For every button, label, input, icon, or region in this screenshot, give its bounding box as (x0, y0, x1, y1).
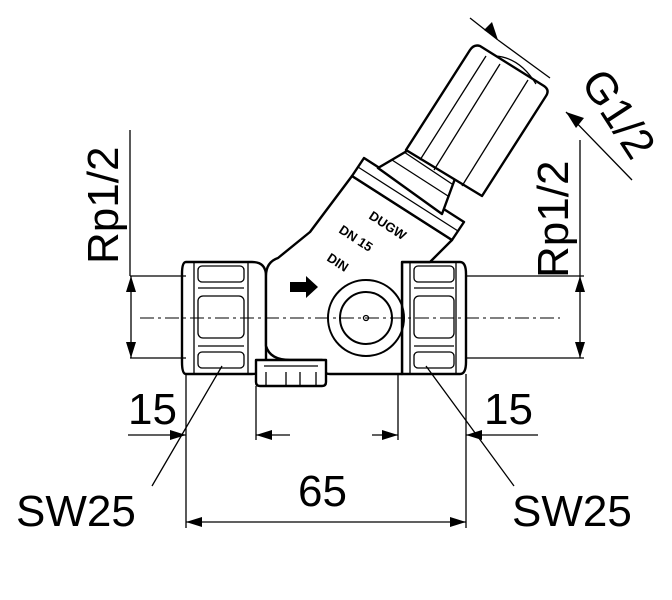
offset-label-right: 15 (484, 385, 533, 434)
thread-label-top: G1/2 (572, 61, 665, 168)
wrench-label-right: SW25 (512, 487, 632, 536)
valve-body: DUGW DN 15 DIN (180, 174, 468, 388)
dimension-lines (126, 17, 633, 528)
thread-label-left: Rp1/2 (79, 147, 128, 264)
offset-label-left: 15 (128, 385, 177, 434)
thread-label-right: Rp1/2 (529, 161, 578, 278)
length-label: 65 (298, 467, 347, 516)
flow-arrow-icon (290, 276, 318, 298)
valve-bonnet (350, 44, 549, 242)
wrench-label-left: SW25 (16, 487, 136, 536)
